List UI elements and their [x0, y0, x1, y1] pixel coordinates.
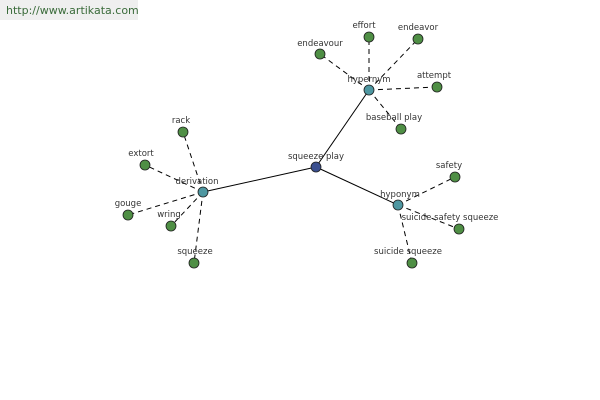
- edge-hyponym-suicide-squeeze: [397, 204, 413, 264]
- edge-hypernym-attempt: [368, 86, 438, 91]
- edge-hypernym-endeavour: [319, 53, 370, 91]
- node-squeeze-play[interactable]: [310, 161, 322, 173]
- edge-derivation-gouge: [127, 191, 204, 216]
- graph-edges: [127, 37, 460, 264]
- label-endeavor[interactable]: endeavor: [398, 23, 439, 33]
- node-hyponym[interactable]: [392, 199, 404, 211]
- edge-derivation-squeeze: [193, 191, 204, 264]
- node-effort[interactable]: [363, 31, 375, 43]
- label-derivation[interactable]: derivation: [175, 177, 218, 187]
- label-effort[interactable]: effort: [352, 21, 376, 31]
- label-squeeze[interactable]: squeeze: [177, 247, 212, 257]
- node-derivation[interactable]: [197, 186, 209, 198]
- label-safety[interactable]: safety: [436, 161, 462, 171]
- node-squeeze[interactable]: [188, 257, 200, 269]
- label-suicide-safety-squeeze[interactable]: suicide safety squeeze: [402, 213, 499, 223]
- label-endeavour[interactable]: endeavour: [297, 39, 343, 49]
- edge-hyponym-safety: [397, 176, 456, 206]
- node-endeavour[interactable]: [314, 48, 326, 60]
- label-gouge[interactable]: gouge: [115, 199, 142, 209]
- edge-derivation-extort: [144, 164, 204, 193]
- url-bar: http://www.artikata.com: [0, 0, 139, 20]
- label-attempt[interactable]: attempt: [417, 71, 452, 81]
- label-rack[interactable]: rack: [172, 116, 190, 126]
- label-squeeze-play[interactable]: squeeze play: [288, 152, 344, 162]
- node-rack[interactable]: [177, 126, 189, 138]
- node-baseball-play[interactable]: [395, 123, 407, 135]
- label-extort[interactable]: extort: [128, 149, 154, 159]
- site-url-link[interactable]: http://www.artikata.com: [6, 4, 139, 17]
- edge-derivation-rack: [182, 131, 204, 193]
- edge-center-hypernym: [315, 89, 370, 168]
- node-extort[interactable]: [139, 159, 151, 171]
- node-suicide-safety-squeeze[interactable]: [453, 223, 465, 235]
- graph-nodes: [122, 31, 465, 269]
- node-wring[interactable]: [165, 220, 177, 232]
- node-endeavor[interactable]: [412, 33, 424, 45]
- node-gouge[interactable]: [122, 209, 134, 221]
- label-hyponym[interactable]: hyponym: [380, 190, 420, 200]
- node-suicide-squeeze[interactable]: [406, 257, 418, 269]
- edge-hypernym-endeavor: [368, 38, 419, 91]
- label-suicide-squeeze[interactable]: suicide squeeze: [374, 247, 442, 257]
- edge-derivation-wring: [170, 191, 204, 227]
- graph-labels: squeeze play hypernym derivation hyponym end…: [115, 21, 499, 257]
- node-hypernym[interactable]: [363, 84, 375, 96]
- edge-hypernym-baseball-play: [368, 89, 402, 130]
- edge-center-derivation: [202, 166, 317, 193]
- node-safety[interactable]: [449, 171, 461, 183]
- node-attempt[interactable]: [431, 81, 443, 93]
- edge-hyponym-suicide-safety-squeeze: [397, 204, 460, 230]
- label-hypernym[interactable]: hypernym: [347, 75, 390, 85]
- label-baseball-play[interactable]: baseball play: [366, 113, 422, 123]
- label-wring[interactable]: wring: [157, 210, 181, 220]
- edge-center-hyponym: [315, 166, 399, 206]
